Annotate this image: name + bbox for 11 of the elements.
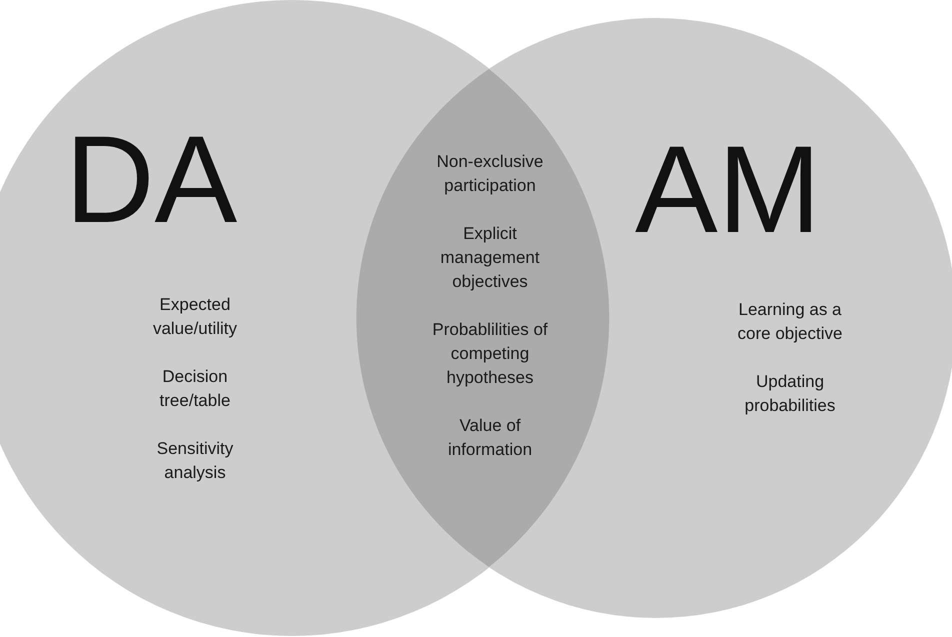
feature-text: Decision tree/table [158, 366, 232, 412]
shared-feature-text: Probablilities of competing hypotheses [431, 319, 549, 389]
circle-title: DA [65, 118, 238, 242]
shared-feature-text: Explicit management objectives [439, 223, 541, 293]
feature-text: Sensitivity analysis [156, 438, 234, 484]
shared-feature-text: Value of information [446, 415, 534, 461]
shared-feature-text: Non-exclusive participation [436, 151, 544, 197]
circle-title: AM [635, 128, 821, 252]
feature-text: Updating probabilities [744, 371, 836, 417]
feature-text: Expected value/utility [152, 294, 238, 340]
feature-text: Learning as a core objective [736, 299, 844, 345]
